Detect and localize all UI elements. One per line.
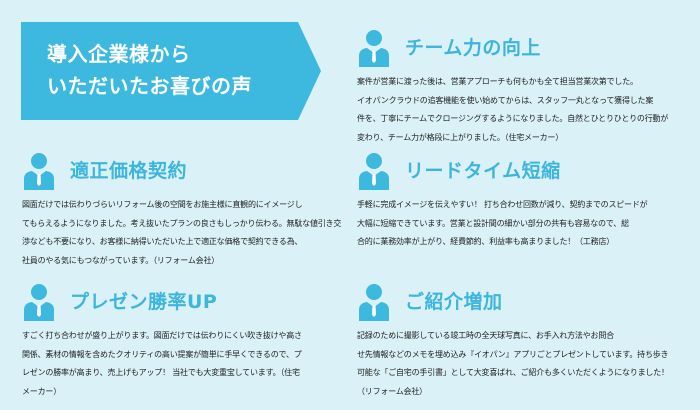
testimonial-line: 手軽に完成イメージを伝えやすい！ 打ち合わせ回数が減り、契約までのスピードが <box>357 200 648 209</box>
testimonial-line: 渉なども不要になり、お客様に納得いただいた上で適正な価格で契約できる為、 <box>22 237 303 246</box>
testimonial-line: 大幅に短縮できています。営業と設計間の細かい部分の共有も容易なので、総 <box>357 218 629 228</box>
person-icon <box>357 152 391 190</box>
section-header: 適正価格契約 <box>22 152 342 192</box>
section-header: ご紹介増加 <box>357 283 692 323</box>
section-team-power: チーム力の向上案件が営業に渡った後は、営業アプローチも何もかも全て担当営業次第で… <box>357 29 692 147</box>
section-body: すごく打ち合わせが盛り上がります。図面だけでは伝わりにくい吹き抜けや高さ関係、素… <box>22 327 342 401</box>
testimonial-line: イオパンクラウドの追客機能を使い始めてからは、スタッフ一丸となって獲得した案 <box>357 95 654 105</box>
section-body: 記録のために撮影している竣工時の全天球写真に、お手入れ方法やお問合せ先情報などの… <box>357 327 692 401</box>
section-title: リードタイム短縮 <box>405 160 561 182</box>
section-title: 適正価格契約 <box>70 160 188 182</box>
section-body: 案件が営業に渡った後は、営業アプローチも何もかも全て担当営業次第でした。イオパン… <box>357 73 692 147</box>
person-icon <box>22 152 56 190</box>
banner-title: 導入企業様から いただいたお喜びの声 <box>47 38 252 102</box>
testimonial-line: すごく打ち合わせが盛り上がります。図面だけでは伝わりにくい吹き抜けや高さ <box>22 331 302 340</box>
section-header: プレゼン勝率UP <box>22 283 342 323</box>
section-referral-increase: ご紹介増加記録のために撮影している竣工時の全天球写真に、お手入れ方法やお問合せ先… <box>357 283 692 401</box>
section-title: プレゼン勝率UP <box>70 291 218 313</box>
testimonial-line: 案件が営業に渡った後は、営業アプローチも何もかも全て担当営業次第でした。 <box>357 77 638 86</box>
banner-title-line2: いただいたお喜びの声 <box>47 74 252 98</box>
testimonial-line: 記録のために撮影している竣工時の全天球写真に、お手入れ方法やお問合 <box>357 331 614 340</box>
testimonial-line: てもらえるようになりました。考え抜いたプランの良さもしっかり伝わる。無駄な値引き… <box>22 218 342 228</box>
testimonial-line: レゼンの勝率が高まり、売上げもアップ！ 当社でも大変重宝しています。（住宅 <box>22 368 300 377</box>
banner-title-line1: 導入企業様から <box>47 42 191 66</box>
person-icon <box>357 29 391 67</box>
testimonial-line: 件を、丁寧にチームでクロージングするようになりました。自然とひとりひとりの行動が <box>357 114 669 123</box>
section-title: ご紹介増加 <box>405 291 503 313</box>
section-title: チーム力の向上 <box>405 37 541 59</box>
testimonial-line: （リフォーム会社） <box>357 386 427 396</box>
section-presentation-win-rate: プレゼン勝率UP すごく打ち合わせが盛り上がります。図面だけでは伝わりにくい吹き抜… <box>22 283 342 401</box>
person-icon <box>22 283 56 321</box>
testimonial-line: 可能な「ご自宅の手引書」として大変喜ばれ、ご紹介も多くいただくようになりました！ <box>357 368 669 377</box>
testimonial-line: 変わり、チーム力が格段に上がりました。（住宅メーカー） <box>357 132 564 142</box>
testimonial-line: メーカー） <box>22 386 61 396</box>
section-fair-price: 適正価格契約図面だけでは伝わりづらいリフォーム後の空間をお施主様に直観的にイメー… <box>22 152 342 270</box>
section-header: チーム力の向上 <box>357 29 692 69</box>
person-icon <box>357 283 391 321</box>
testimonial-line: せ先情報などのメモを埋め込み『イオパン』アプリごとプレゼントしています。持ち歩き <box>357 349 669 359</box>
section-header: リードタイム短縮 <box>357 152 692 192</box>
section-lead-time: リードタイム短縮手軽に完成イメージを伝えやすい！ 打ち合わせ回数が減り、契約まで… <box>357 152 692 252</box>
testimonial-line: 関係、素材の情報を含めたクオリティの高い提案が簡単に手早くできるので、プ <box>22 349 302 359</box>
testimonial-line: 図面だけでは伝わりづらいリフォーム後の空間をお施主様に直観的にイメージし <box>22 200 303 209</box>
testimonial-line: 社員のやる気にもつながっています。（リフォーム会社） <box>22 255 220 265</box>
banner-arrow-shape <box>21 22 321 120</box>
testimonial-line: 合的に業務効率が上がり、経費節約、利益率も高まりました！（工務店） <box>357 237 615 246</box>
headline-banner: 導入企業様から いただいたお喜びの声 <box>21 22 321 120</box>
section-body: 図面だけでは伝わりづらいリフォーム後の空間をお施主様に直観的にイメージしてもらえ… <box>22 196 342 270</box>
section-body: 手軽に完成イメージを伝えやすい！ 打ち合わせ回数が減り、契約までのスピードが大幅… <box>357 196 692 252</box>
